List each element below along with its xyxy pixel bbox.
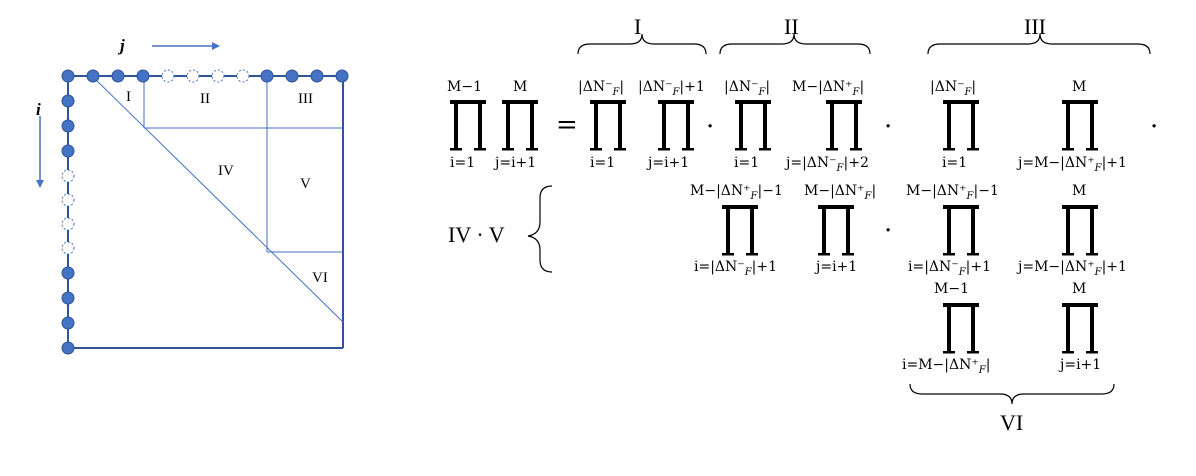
- r1-p1-upper: |ΔN⁻F|: [578, 79, 625, 98]
- j-arrowhead: [212, 42, 220, 50]
- r2-p2-upper: M−|ΔN⁺F|: [804, 183, 877, 202]
- prod-r1-5: [943, 100, 979, 151]
- lhs-prod2-upper: M: [513, 79, 528, 95]
- r1-p4-lower: j=|ΔN⁻F|+2: [786, 155, 869, 174]
- r2-p3-upper: M−|ΔN⁺F|−1: [906, 183, 999, 202]
- node: [86, 69, 100, 83]
- r1-p4-upper: M−|ΔN⁺F|: [792, 79, 865, 98]
- region-IV-label: IV: [218, 163, 234, 179]
- r1-p6-upper: M: [1072, 79, 1087, 95]
- r1-p5-upper: |ΔN⁻F|: [930, 79, 977, 98]
- region-III-label: III: [298, 91, 313, 107]
- r1-p2-upper: |ΔN⁻F|+1: [638, 79, 705, 98]
- node: [285, 69, 299, 83]
- r1-p2-lower: j=i+1: [648, 155, 690, 171]
- node: [61, 266, 75, 280]
- dot-2: ·: [884, 112, 893, 142]
- brace-IV-V: [527, 185, 553, 273]
- lhs-prod2-lower: j=i+1: [495, 155, 537, 171]
- r2-p4-upper: M: [1072, 183, 1087, 199]
- node: [310, 69, 324, 83]
- prod-r1-2: [658, 100, 694, 151]
- node: [335, 69, 349, 83]
- prod-r3-2: [1062, 303, 1098, 354]
- prod-r1-6: [1062, 100, 1098, 151]
- r1-p1-lower: i=1: [590, 155, 616, 171]
- dot-1: ·: [706, 112, 715, 142]
- prod-lhs-2: [502, 100, 538, 151]
- group-IV-V-label: IV · V: [448, 222, 505, 247]
- r2-p3-lower: i=|ΔN⁻F|+1: [908, 259, 991, 278]
- prod-r2-2: [818, 205, 854, 256]
- brace-I: [577, 33, 707, 55]
- prod-r2-1: [722, 205, 758, 256]
- r1-p5-lower: i=1: [942, 155, 968, 171]
- i-arrowhead: [36, 180, 44, 188]
- node: [136, 69, 150, 83]
- prod-r2-4: [1062, 205, 1098, 256]
- group-I-label: I: [634, 14, 642, 39]
- diagonal-line: [91, 75, 344, 323]
- elided-node: [61, 241, 75, 255]
- r2-p4-lower: j=M−|ΔN⁺F|+1: [1018, 259, 1127, 278]
- prod-r1-3: [735, 100, 771, 151]
- prod-r1-1: [590, 100, 626, 151]
- equals-sign: =: [556, 110, 578, 140]
- j-axis-label: j: [120, 36, 125, 55]
- brace-II: [719, 33, 871, 55]
- node: [61, 316, 75, 330]
- node: [260, 69, 274, 83]
- node: [61, 144, 75, 158]
- r2-p1-upper: M−|ΔN⁺F|−1: [690, 183, 783, 202]
- r3-p2-lower: j=i+1: [1060, 357, 1102, 373]
- elided-node: [61, 169, 75, 183]
- node: [61, 94, 75, 108]
- node: [61, 291, 75, 305]
- prod-r2-3: [943, 205, 979, 256]
- group-II-label: II: [784, 14, 799, 39]
- node: [111, 69, 125, 83]
- region-II-label: II: [200, 91, 210, 107]
- elided-node: [186, 69, 200, 83]
- r1-p6-lower: j=M−|ΔN⁺F|+1: [1018, 155, 1127, 174]
- dot-3: ·: [1150, 112, 1159, 142]
- r3-p1-lower: i=M−|ΔN⁺F|: [902, 357, 991, 376]
- r1-p3-lower: i=1: [734, 155, 760, 171]
- brace-III: [927, 33, 1151, 55]
- r3-p1-upper: M−1: [934, 281, 969, 297]
- lhs-prod1-lower: i=1: [450, 155, 476, 171]
- brace-VI: [909, 383, 1115, 405]
- group-III-label: III: [1024, 14, 1046, 39]
- node: [61, 119, 75, 133]
- elided-node: [211, 69, 225, 83]
- node: [61, 341, 75, 355]
- elided-node: [61, 217, 75, 231]
- elided-node: [236, 69, 250, 83]
- r3-p2-upper: M: [1072, 281, 1087, 297]
- matrix-diagram: [36, 42, 349, 355]
- r2-p1-lower: i=|ΔN⁻F|+1: [694, 259, 777, 278]
- prod-r3-1: [943, 303, 979, 354]
- r2-p2-lower: j=i+1: [816, 259, 858, 275]
- region-VI-label: VI: [312, 270, 328, 286]
- elided-node: [61, 193, 75, 207]
- prod-r1-4: [826, 100, 862, 151]
- region-V-label: V: [300, 176, 311, 192]
- r1-p3-upper: |ΔN⁻F|: [724, 79, 771, 98]
- node: [61, 69, 75, 83]
- elided-node: [161, 69, 175, 83]
- i-axis-label: i: [36, 100, 41, 119]
- region-I-label: I: [126, 89, 131, 105]
- prod-lhs-1: [450, 100, 486, 151]
- group-VI-label: VI: [1000, 410, 1024, 435]
- dot-4: ·: [884, 216, 893, 246]
- lhs-prod1-upper: M−1: [447, 79, 482, 95]
